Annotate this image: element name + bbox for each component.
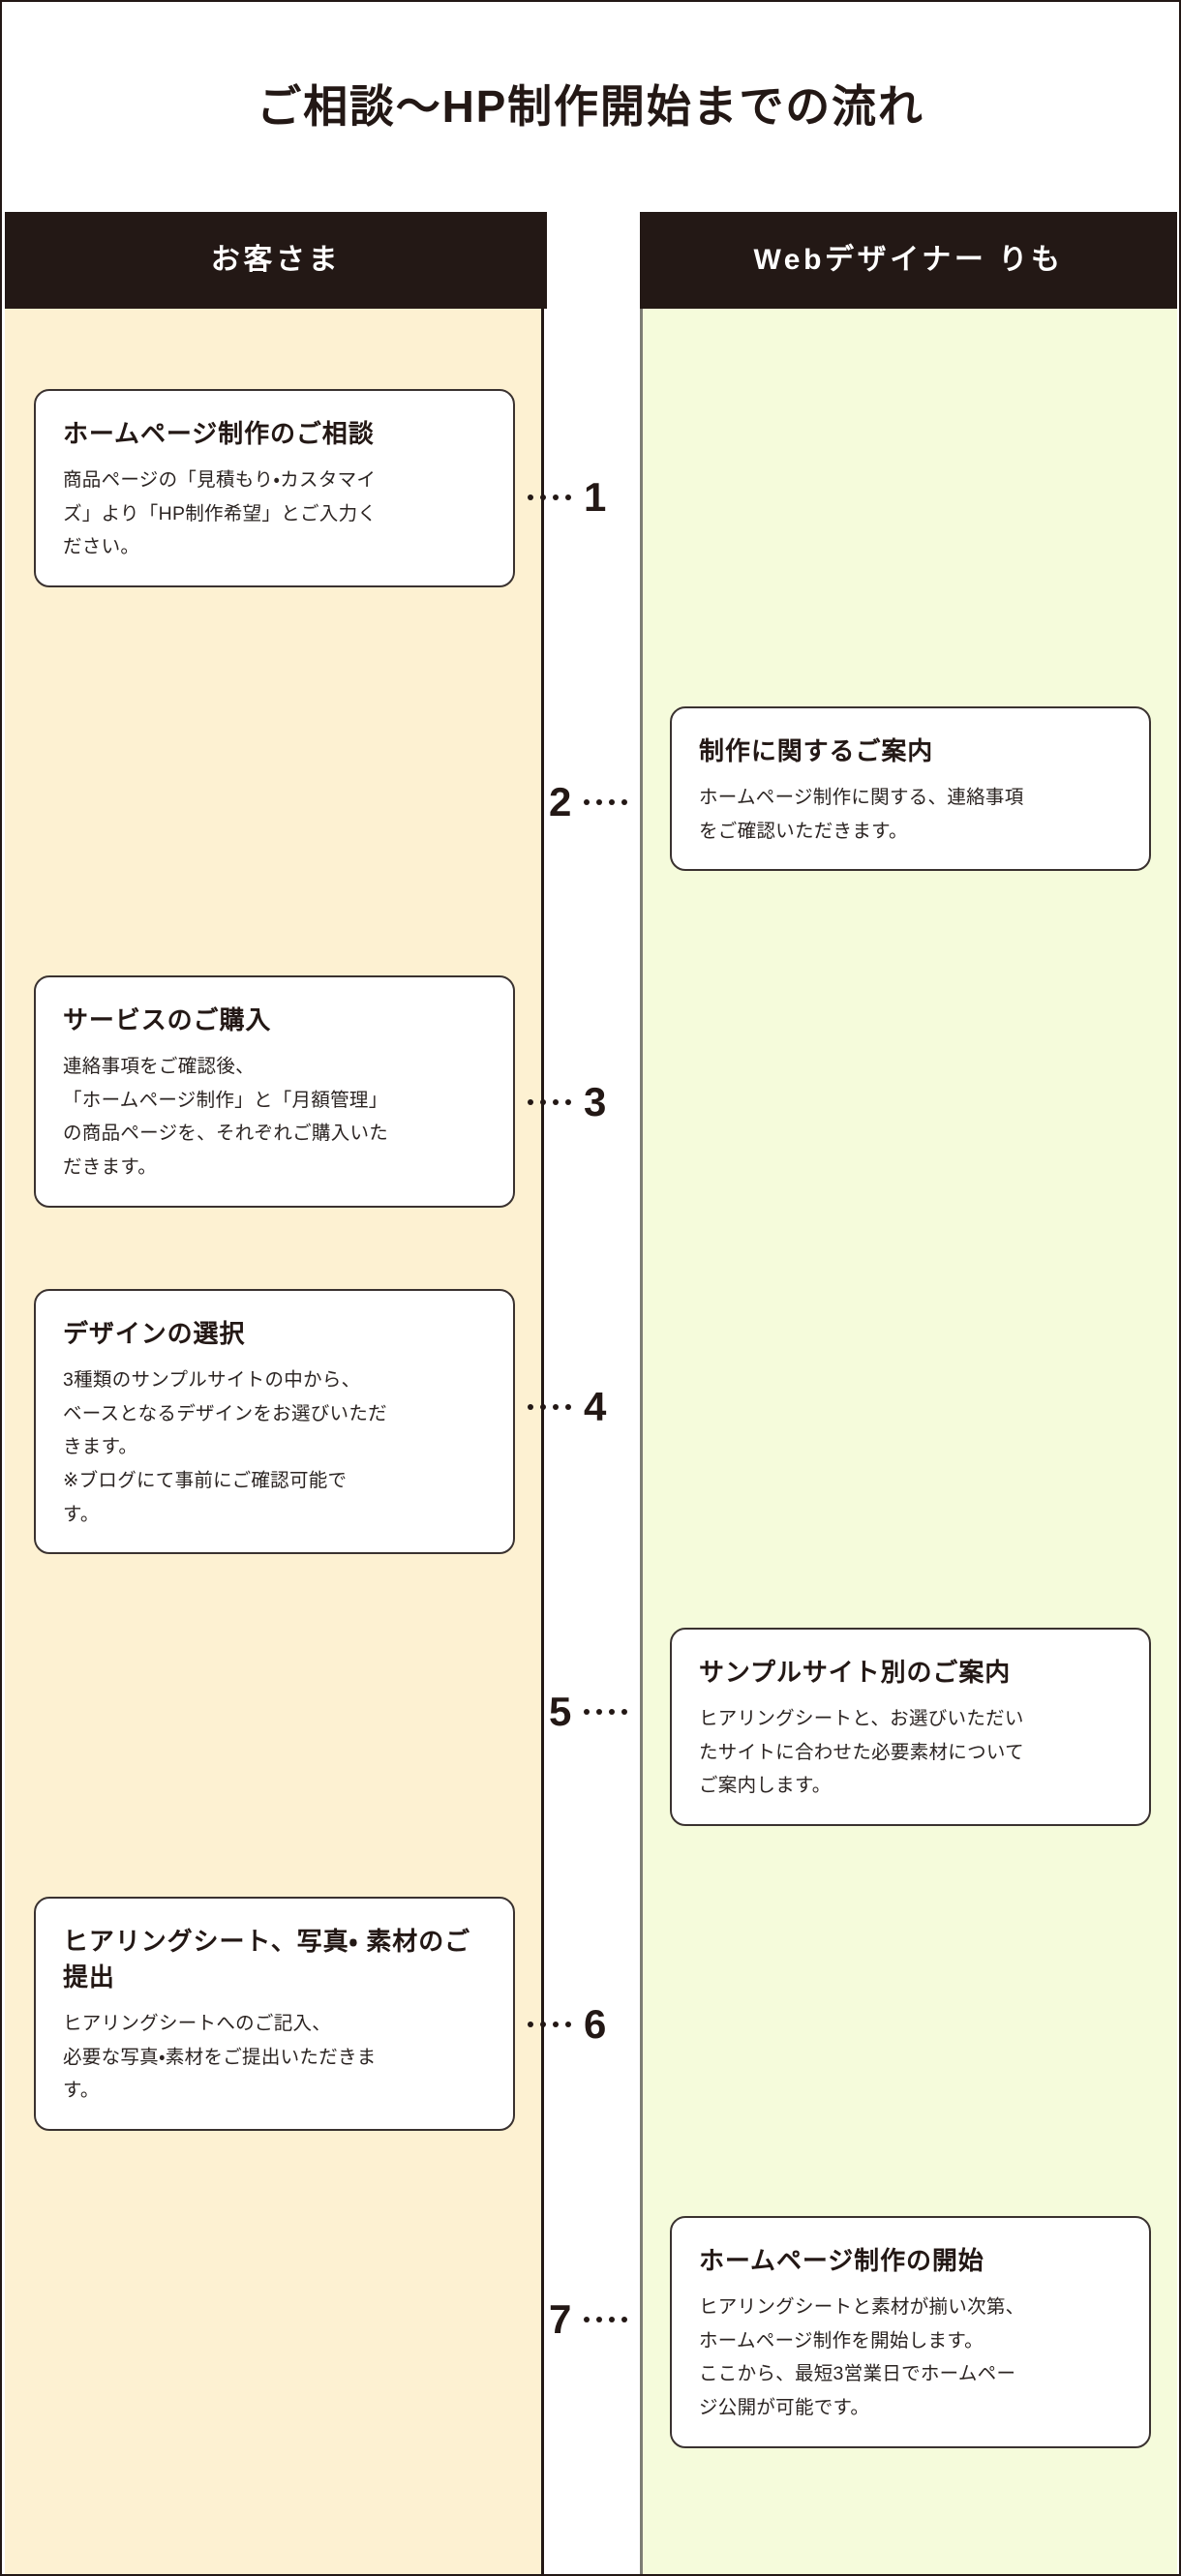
- step-card-6-body: ヒアリングシートへのご記入、 必要な写真・素材をご提出いただきま す。: [63, 2012, 377, 2102]
- step-number-2: 2: [549, 779, 572, 824]
- dotted-connector-icon: [584, 799, 628, 805]
- step-card-7-body: ヒアリングシートと素材が揃い次第、 ホームページ制作を開始します。 ここから、最…: [699, 2295, 1025, 2419]
- dotted-connector-icon: [584, 1709, 628, 1715]
- step-card-7-title: ホームページ制作の開始: [699, 2246, 984, 2275]
- lane-column-designer: [640, 309, 1177, 2574]
- page-title: ご相談〜HP制作開始までの流れ: [257, 80, 924, 132]
- step-connector-2: 2: [549, 776, 657, 828]
- step-number-6: 6: [584, 2001, 607, 2047]
- step-card-6-title: ヒアリングシート、写真・ 素材のご提出: [63, 1927, 471, 1992]
- step-card-7[interactable]: ホームページ制作の開始 ヒアリングシートと素材が揃い次第、 ホームページ制作を開…: [670, 2216, 1151, 2448]
- step-connector-5: 5: [549, 1686, 657, 1738]
- lane-header-designer: Webデザイナー りも: [640, 212, 1177, 309]
- step-card-1[interactable]: ホームページ制作のご相談 商品ページの「見積もり・カスタマイ ズ」より「HP制作…: [34, 389, 515, 588]
- dotted-connector-icon: [528, 1404, 571, 1410]
- step-card-4-body: 3種類のサンプルサイトの中から、 ベースとなるデザインをお選びいただ きます。 …: [63, 1368, 387, 1525]
- dotted-connector-icon: [528, 1099, 571, 1105]
- step-connector-4: 4: [528, 1381, 634, 1433]
- step-number-7: 7: [549, 2296, 572, 2342]
- step-connector-7: 7: [549, 2293, 657, 2346]
- step-card-6[interactable]: ヒアリングシート、写真・ 素材のご提出 ヒアリングシートへのご記入、 必要な写真…: [34, 1897, 515, 2131]
- page-title-bar: ご相談〜HP制作開始までの流れ: [2, 2, 1179, 210]
- step-card-3-body: 連絡事項をご確認後、 「ホームページ制作」と「月額管理」 の商品ページを、それぞ…: [63, 1055, 389, 1179]
- dotted-connector-icon: [528, 2022, 571, 2027]
- step-card-5[interactable]: サンプルサイト別のご案内 ヒアリングシートと、お選びいただい たサイトに合わせた…: [670, 1628, 1151, 1827]
- step-connector-6: 6: [528, 1998, 634, 2051]
- step-card-5-title: サンプルサイト別のご案内: [699, 1658, 1012, 1687]
- step-card-3-title: サービスのご購入: [63, 1005, 272, 1034]
- step-card-2-body: ホームページ制作に関する、連絡事項 をご確認いただきます。: [699, 786, 1024, 842]
- step-number-4: 4: [584, 1384, 607, 1429]
- step-connector-1: 1: [528, 471, 634, 524]
- lane-header-designer-label: Webデザイナー りも: [753, 244, 1064, 276]
- lane-header-customer-label: お客さま: [210, 244, 342, 276]
- step-card-4-title: デザインの選択: [63, 1319, 246, 1348]
- step-card-4[interactable]: デザインの選択 3種類のサンプルサイトの中から、 ベースとなるデザインをお選びい…: [34, 1289, 515, 1555]
- step-number-3: 3: [584, 1079, 607, 1124]
- step-number-5: 5: [549, 1689, 572, 1734]
- step-card-1-body: 商品ページの「見積もり・カスタマイ ズ」より「HP制作希望」とご入力く ださい。: [63, 468, 378, 558]
- step-card-2[interactable]: 制作に関するご案内 ホームページ制作に関する、連絡事項 をご確認いただきます。: [670, 706, 1151, 872]
- step-card-2-title: 制作に関するご案内: [699, 736, 934, 765]
- dotted-connector-icon: [528, 494, 571, 500]
- step-number-1: 1: [584, 474, 607, 520]
- step-card-3[interactable]: サービスのご購入 連絡事項をご確認後、 「ホームページ制作」と「月額管理」 の商…: [34, 975, 515, 1208]
- lane-header-customer: お客さま: [5, 212, 547, 309]
- step-card-1-title: ホームページ制作のご相談: [63, 419, 375, 448]
- step-connector-3: 3: [528, 1076, 634, 1128]
- step-card-5-body: ヒアリングシートと、お選びいただい たサイトに合わせた必要素材について ご案内し…: [699, 1707, 1024, 1797]
- dotted-connector-icon: [584, 2317, 628, 2322]
